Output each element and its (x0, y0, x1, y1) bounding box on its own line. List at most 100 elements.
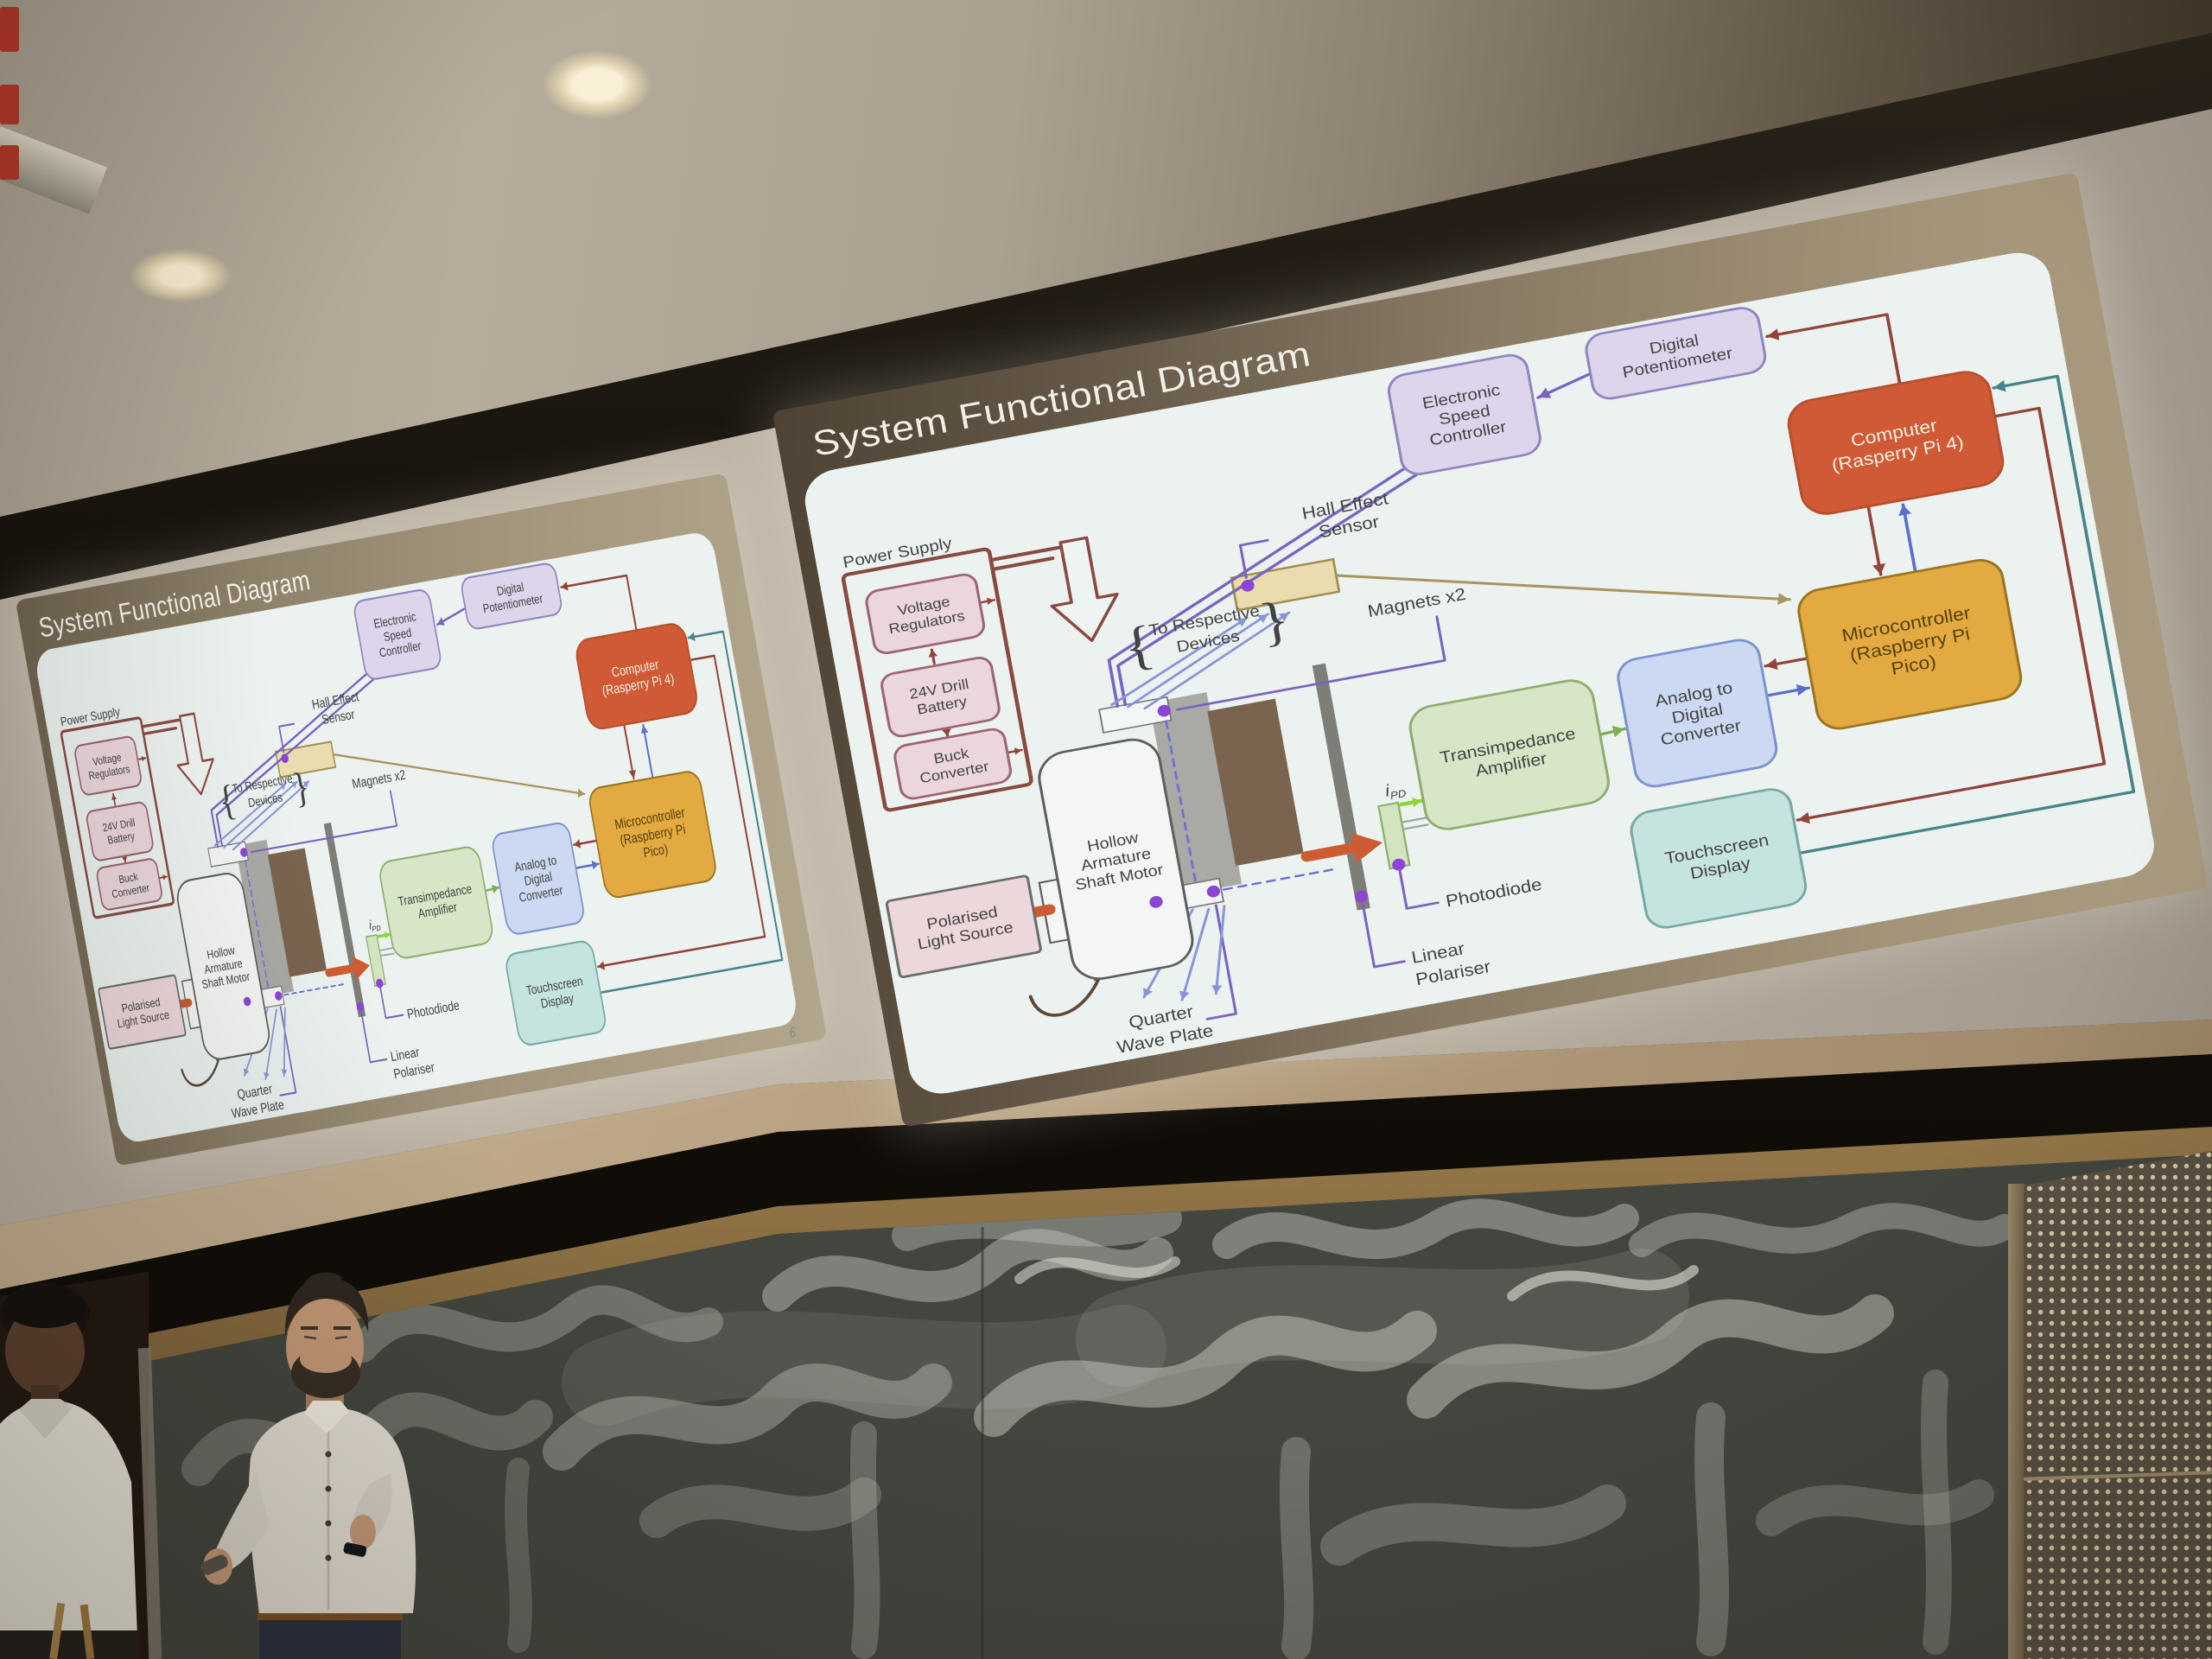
flux-down-2 (264, 1008, 277, 1081)
beam-in (176, 998, 193, 1008)
hand-gesture (350, 1515, 376, 1549)
flux-up-2 (223, 780, 298, 849)
connection-dot (1241, 580, 1255, 592)
microcontroller (1797, 559, 2023, 730)
shaft (235, 839, 295, 997)
closed-eye (303, 1335, 317, 1340)
digital-potentiometer (461, 563, 563, 630)
presenter-right (200, 1272, 416, 1659)
rotation-arc (1028, 964, 1105, 1017)
closed-eye (334, 1335, 348, 1340)
button (325, 1485, 332, 1492)
connection-dot (243, 996, 251, 1007)
magnet-dash-h (283, 982, 346, 996)
connection-dot (376, 978, 384, 988)
flux-up-2 (1127, 613, 1269, 709)
pd-wire-a (378, 947, 394, 951)
flux-down-2 (1180, 907, 1211, 1001)
panel-frame (2008, 1184, 2025, 1659)
wristwatch (343, 1542, 367, 1557)
arm-left (213, 1473, 270, 1571)
face (5, 1306, 85, 1395)
lp-label-leader (1360, 896, 1406, 969)
button (325, 1451, 332, 1458)
connection-dot (1392, 858, 1406, 871)
psu-bus-a (988, 545, 1064, 563)
qwp-label-leader (1205, 904, 1237, 1020)
red-fixture (0, 85, 19, 124)
stool (49, 1602, 95, 1659)
quiff (304, 1272, 342, 1288)
computer (575, 623, 697, 730)
drill-battery (86, 801, 154, 861)
touchscreen-display (1630, 788, 1808, 929)
magnet-dash-h (1223, 868, 1338, 891)
recessed-light (130, 249, 232, 302)
polo-shirt (0, 1400, 138, 1659)
magnet-dash-v (1165, 720, 1197, 882)
touchscreen-to-computer (599, 630, 784, 995)
esc-to-motor-a (210, 671, 369, 849)
button (325, 1554, 332, 1561)
qwp-label-leader (279, 1006, 297, 1096)
adc (1617, 639, 1778, 788)
flux-up-1 (213, 782, 287, 847)
cheeks (300, 1345, 352, 1373)
transimpedance-amplifier (379, 846, 493, 959)
adc (492, 822, 584, 935)
hollow-armature-shaft-motor-label: HollowArmatureShaft Motor (1067, 825, 1164, 893)
button (325, 1520, 332, 1527)
linear-polariser: LinearPolariser (389, 1041, 435, 1081)
presenter-left (0, 1283, 140, 1659)
computer-to-digipot (1765, 313, 1902, 388)
microcontroller (588, 771, 716, 899)
magnets-label-leader (250, 790, 397, 854)
computer-to-touchscreen (1796, 406, 2107, 822)
computer-to-micro (1866, 505, 1883, 576)
shaft (1148, 692, 1243, 895)
page-number: 6 (788, 1024, 797, 1041)
beam-arrowhead (352, 956, 370, 981)
hollow-armature-shaft-motor-label: HollowArmatureShaft Motor (196, 942, 251, 992)
flux-down-3 (1214, 905, 1226, 995)
polarised-light-source (98, 974, 187, 1050)
pd-label-leader (378, 984, 404, 1020)
ipd-current-label: iPD (368, 916, 382, 934)
connection-dot (1157, 704, 1171, 717)
hair-top (3, 1287, 86, 1328)
magnets-label-leader (1176, 615, 1446, 711)
perforated-acoustic-panel (2024, 1151, 2212, 1659)
esc (353, 589, 442, 680)
rotation-arc (181, 1048, 222, 1087)
trousers (0, 1630, 140, 1659)
flux-up-3 (1143, 611, 1291, 710)
buck-converter (893, 728, 1012, 800)
esc-to-motor-b (1116, 473, 1418, 707)
touchscreen-to-computer (1798, 374, 2136, 855)
psu-frame (841, 547, 1033, 812)
micro-to-computer (642, 723, 654, 779)
voltage-regulators (74, 735, 142, 796)
to-devices-arrow (1050, 536, 1119, 642)
hollow-armature-shaft-motor (176, 873, 270, 1060)
connection-dot (240, 848, 248, 857)
pd-wire-b (379, 952, 395, 957)
esc (1387, 353, 1541, 475)
collar (304, 1401, 349, 1433)
touchscreen-display (505, 940, 607, 1046)
pd-label-leader (1397, 865, 1440, 910)
recessed-light (543, 50, 652, 119)
computer (1787, 371, 2005, 515)
connection-dot (356, 1001, 365, 1012)
hair (284, 1277, 369, 1337)
red-fixture (0, 145, 19, 180)
computer-to-touchscreen (597, 654, 766, 969)
psu-frame (60, 716, 175, 919)
to-devices-arrow (176, 712, 214, 796)
drill-battery-label: 24V DrillBattery (102, 817, 138, 848)
